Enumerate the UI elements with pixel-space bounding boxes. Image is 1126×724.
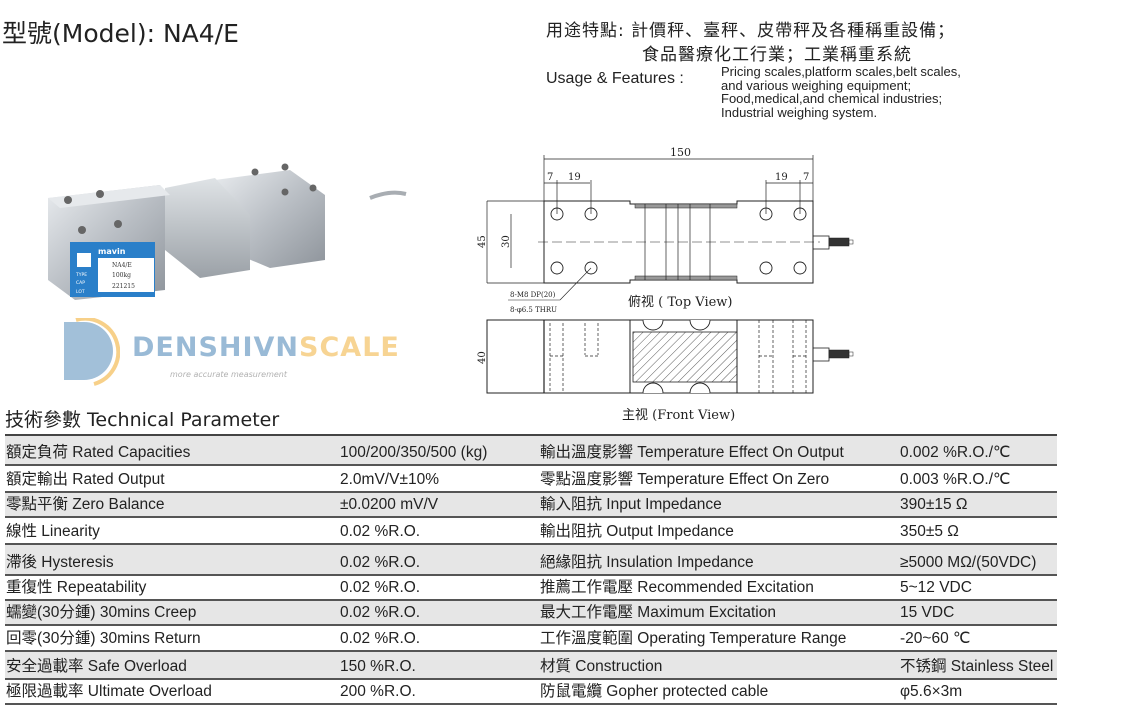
spec-label: 極限過載率 Ultimate Overload — [6, 683, 212, 700]
spec-value: -20~60 ℃ — [900, 630, 971, 647]
cap-value: 100kg — [112, 272, 131, 279]
spec-row: 額定負荷 Rated Capacities 100/200/350/500 (kg… — [5, 436, 1057, 466]
spec-value: 0.02 %R.O. — [340, 630, 421, 647]
spec-label: 最大工作電壓 Maximum Excitation — [540, 604, 776, 621]
front-view-label: 主视 (Front View) — [622, 408, 735, 423]
cap-key: CAP — [76, 280, 85, 286]
spec-label: 額定負荷 Rated Capacities — [6, 444, 191, 461]
dim-pitch-right: 19 — [775, 172, 788, 183]
spec-label: 防鼠電纜 Gopher protected cable — [540, 683, 769, 700]
spec-value: 不锈鋼 Stainless Steel — [900, 658, 1054, 675]
hole-note-thread: 8-M8 DP(20) — [510, 291, 556, 299]
spec-label: 輸入阻抗 Input Impedance — [540, 496, 722, 513]
model-title: 型號(Model): NA4/E — [2, 19, 239, 48]
lot-value: 221215 — [112, 283, 135, 290]
spec-value: 150 %R.O. — [340, 658, 416, 675]
spec-label: 零點溫度影響 Temperature Effect On Zero — [540, 471, 830, 488]
spec-value: ≥5000 MΩ/(50VDC) — [900, 554, 1037, 571]
dim-edge-right: 7 — [803, 172, 809, 183]
spec-row: 線性 Linearity 0.02 %R.O. 輸出阻抗 Output Impeda… — [5, 518, 1057, 545]
lot-key: LOT — [76, 289, 85, 295]
watermark-logo: DENSHIVNSCALE more accurate measurement — [60, 318, 440, 398]
spec-value: 100/200/350/500 (kg) — [340, 444, 488, 461]
spec-value: 0.002 %R.O./℃ — [900, 444, 1011, 461]
connector-icon — [812, 235, 854, 250]
spec-label: 絕緣阻抗 Insulation Impedance — [540, 554, 754, 571]
dim-width: 45 — [477, 235, 488, 248]
watermark-tagline: more accurate measurement — [170, 370, 287, 379]
spec-value: 0.02 %R.O. — [340, 579, 421, 596]
spec-value: ±0.0200 mV/V — [340, 496, 439, 513]
usage-line: and various weighing equipment; — [721, 77, 912, 93]
top-view-label: 俯视 ( Top View) — [628, 294, 733, 310]
usage-line: Pricing scales,platform scales,belt scal… — [721, 64, 961, 79]
spec-row: 安全過載率 Safe Overload 150 %R.O. 材質 Construct… — [5, 652, 1057, 680]
spec-label: 安全過載率 Safe Overload — [6, 658, 187, 675]
spec-value: 200 %R.O. — [340, 683, 416, 700]
technical-drawing: 150 7 19 19 7 45 30 8-M8 DP(20) 8-φ6.5 T… — [477, 146, 854, 423]
brand-logo: mavin — [98, 247, 126, 256]
type-key: TYPE — [75, 272, 87, 278]
spec-value: 0.003 %R.O./℃ — [900, 471, 1011, 488]
dim-pitch-left: 19 — [568, 172, 581, 183]
usage-line: Industrial weighing system. — [721, 104, 878, 120]
spec-row: 額定輸出 Rated Output 2.0mV/V±10% 零點溫度影響 Tempe… — [5, 466, 1057, 493]
spec-label: 回零(30分鍾) 30mins Return — [6, 630, 201, 647]
spec-row: 重復性 Repeatability 0.02 %R.O. 推薦工作電壓 Recomm… — [5, 576, 1057, 601]
spec-label: 輸出阻抗 Output Impedance — [540, 523, 734, 540]
spec-table: 額定負荷 Rated Capacities 100/200/350/500 (kg… — [5, 434, 1057, 705]
spec-value: 390±15 Ω — [900, 496, 968, 513]
dim-length: 150 — [670, 146, 691, 159]
spec-label: 滯後 Hysteresis — [6, 554, 114, 571]
spec-row: 滯後 Hysteresis 0.02 %R.O. 絕緣阻抗 Insulation I… — [5, 545, 1057, 576]
spec-value: 0.02 %R.O. — [340, 604, 421, 621]
spec-row: 零點平衡 Zero Balance ±0.0200 mV/V 輸入阻抗 Input … — [5, 493, 1057, 518]
spec-label: 重復性 Repeatability — [6, 579, 147, 596]
connector-icon — [812, 347, 854, 362]
spec-value: 5~12 VDC — [900, 579, 972, 596]
watermark-d-icon — [64, 318, 120, 386]
spec-label: 材質 Construction — [540, 658, 663, 675]
spec-row: 蠕變(30分鍾) 30mins Creep 0.02 %R.O. 最大工作電壓 Ma… — [5, 601, 1057, 626]
spec-label: 蠕變(30分鍾) 30mins Creep — [6, 604, 197, 621]
section-title: 技術參數 Technical Parameter — [5, 409, 280, 431]
spec-label: 線性 Linearity — [6, 523, 100, 540]
spec-label: 零點平衡 Zero Balance — [6, 496, 165, 513]
spec-value: φ5.6×3m — [900, 683, 963, 700]
spec-label: 輸出溫度影響 Temperature Effect On Output — [540, 444, 844, 461]
usage-cn-line2: 食品醫療化工行業；工業稱重系統 — [642, 45, 912, 65]
spec-label: 推薦工作電壓 Recommended Excitation — [540, 579, 814, 596]
usage-label: Usage & Features : — [546, 70, 684, 87]
spec-label: 額定輸出 Rated Output — [6, 471, 165, 488]
hole-note-thru: 8-φ6.5 THRU — [510, 306, 557, 314]
usage-cn-line1: 用途特點: 計價秤、臺秤、皮帶秤及各種稱重設備； — [546, 21, 956, 41]
spec-row: 極限過載率 Ultimate Overload 200 %R.O. 防鼠電纜 Gop… — [5, 680, 1057, 705]
spec-label: 工作溫度範圍 Operating Temperature Range — [540, 630, 847, 647]
watermark-brand-scale: SCALE — [299, 332, 400, 363]
usage-features-list: Pricing scales,platform scales,belt scal… — [721, 65, 961, 119]
usage-line: Food,medical,and chemical industries; — [721, 91, 943, 106]
spec-row: 回零(30分鍾) 30mins Return 0.02 %R.O. 工作溫度範圍 O… — [5, 626, 1057, 652]
dim-edge-left: 7 — [547, 172, 553, 183]
watermark-brand: DENSHIVN — [132, 332, 300, 363]
spec-value: 0.02 %R.O. — [340, 523, 421, 540]
load-cell-photo: mavin TYPE CAP LOT NA4/E 100kg 221215 — [48, 163, 407, 300]
type-value: NA4/E — [112, 262, 132, 269]
spec-value: 15 VDC — [900, 604, 955, 621]
spec-value: 2.0mV/V±10% — [340, 471, 439, 488]
spec-value: 350±5 Ω — [900, 523, 959, 540]
dim-height: 40 — [477, 351, 488, 364]
dim-hole-spacing: 30 — [501, 235, 512, 248]
spec-value: 0.02 %R.O. — [340, 554, 421, 571]
